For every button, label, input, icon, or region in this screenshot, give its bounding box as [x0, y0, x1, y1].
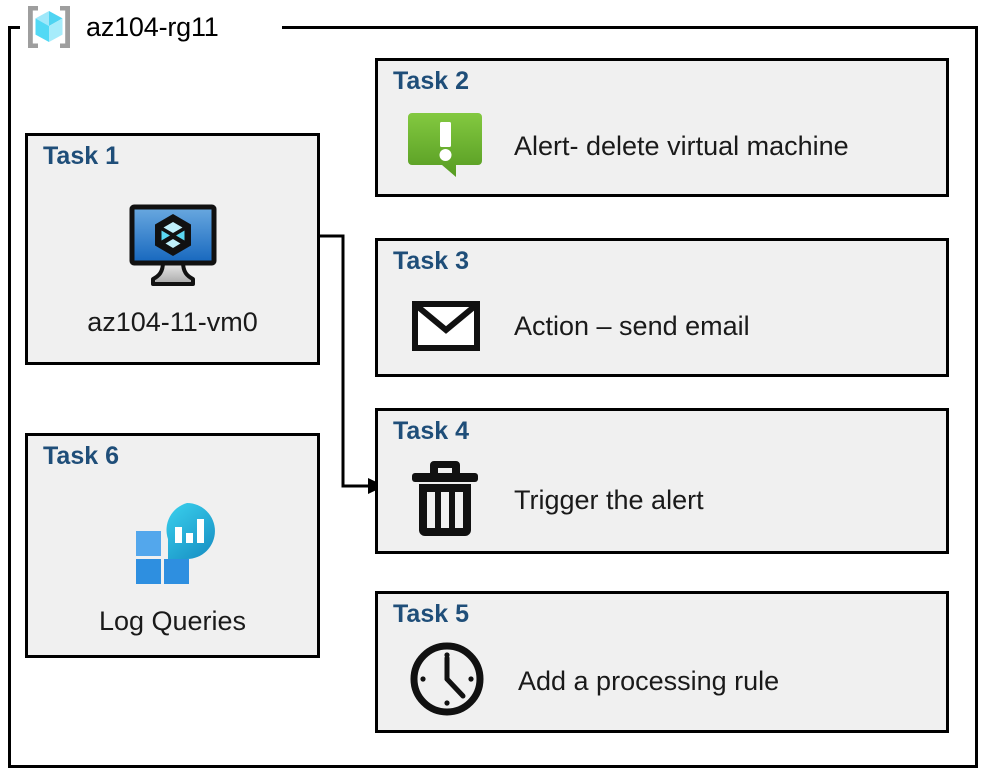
card-task-2[interactable]: Task 2 Alert- delete virtual machine	[375, 58, 949, 197]
resource-group-frame	[8, 26, 978, 768]
resource-group-header-gap	[20, 8, 282, 48]
card-task-6[interactable]: Task 6	[25, 433, 320, 658]
task-1-label: az104-11-vm0	[87, 307, 258, 337]
task-3-label: Action – send email	[514, 311, 750, 341]
task-5-title: Task 5	[393, 600, 469, 628]
task-6-title: Task 6	[43, 442, 119, 470]
envelope-icon	[406, 285, 484, 368]
task-4-label: Trigger the alert	[514, 484, 704, 515]
virtual-machine-icon	[127, 202, 219, 295]
task-6-label: Log Queries	[98, 605, 247, 636]
task-5-label: Add a processing rule	[518, 665, 780, 696]
task-4-title: Task 4	[393, 417, 469, 445]
card-task-4[interactable]: Task 4 Trigger the alert	[375, 408, 949, 554]
card-task-1[interactable]: Task 1	[25, 133, 320, 365]
log-analytics-icon	[125, 497, 221, 594]
task-2-label: Alert- delete virtual machine	[514, 131, 849, 161]
clock-icon	[406, 638, 488, 725]
alert-exclamation-icon	[406, 105, 484, 188]
card-task-5[interactable]: Task 5 Add a processing rule	[375, 591, 949, 733]
task-2-title: Task 2	[393, 67, 469, 95]
trash-can-icon	[406, 457, 484, 544]
task-3-title: Task 3	[393, 247, 469, 275]
resource-group-name: az104-rg11	[86, 11, 219, 42]
azure-resource-group-icon	[22, 3, 76, 51]
task-1-title: Task 1	[43, 142, 119, 170]
card-task-3[interactable]: Task 3 Action – send email	[375, 238, 949, 377]
resource-group-header: az104-rg11	[22, 4, 219, 50]
